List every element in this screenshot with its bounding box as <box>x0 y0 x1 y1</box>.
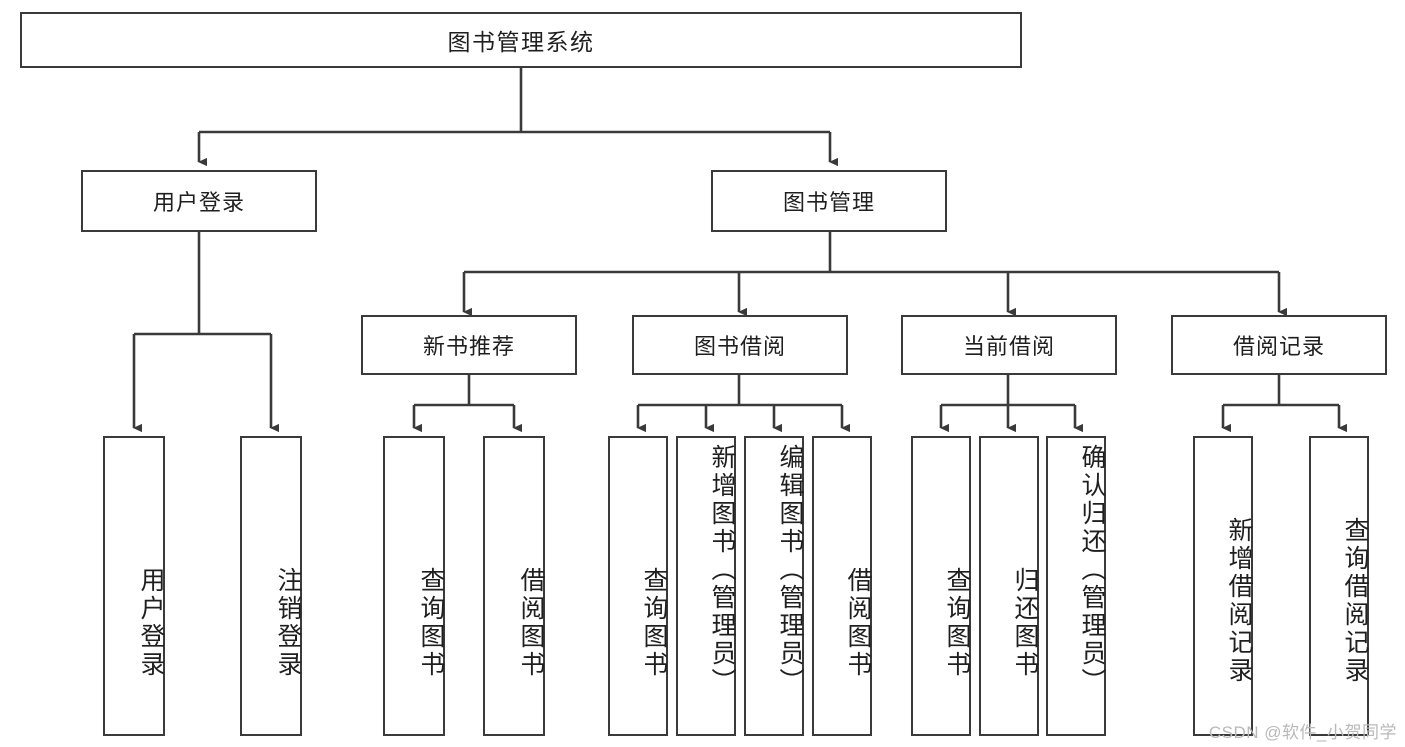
node-book-borrow[interactable]: 图书借阅 <box>632 315 848 375</box>
node-label: 借阅记录 <box>1232 334 1325 359</box>
node-leaf-confirm-return-admin[interactable]: 确认归还（管理员） <box>1046 436 1106 736</box>
node-label: 图书管理 <box>782 190 875 215</box>
node-label: 借阅图书 <box>517 567 545 679</box>
node-label: 图书借阅 <box>693 334 786 359</box>
node-leaf-logout-login[interactable]: 注销登录 <box>240 436 302 736</box>
node-leaf-add-borrow-record[interactable]: 新增借阅记录 <box>1193 436 1253 736</box>
node-leaf-edit-book-admin[interactable]: 编辑图书（管理员） <box>744 436 804 736</box>
node-label: 归还图书 <box>1011 567 1039 679</box>
node-label: 新增图书（管理员） <box>708 444 736 696</box>
node-book-management[interactable]: 图书管理 <box>711 170 947 232</box>
node-label: 用户登录 <box>137 567 165 679</box>
node-user-login[interactable]: 用户登录 <box>81 170 317 232</box>
node-leaf-return-book[interactable]: 归还图书 <box>979 436 1039 736</box>
node-label: 借阅图书 <box>844 567 872 679</box>
node-label: 注销登录 <box>274 567 302 679</box>
node-label: 查询借阅记录 <box>1341 517 1369 685</box>
node-leaf-user-login[interactable]: 用户登录 <box>103 436 165 736</box>
node-label: 用户登录 <box>152 190 245 215</box>
node-leaf-add-book-admin[interactable]: 新增图书（管理员） <box>676 436 736 736</box>
node-label: 查询图书 <box>417 567 445 679</box>
node-new-book-recommend[interactable]: 新书推荐 <box>361 315 577 375</box>
csdn-watermark: CSDN @软件_小贺同学 <box>1208 723 1397 742</box>
node-label: 编辑图书（管理员） <box>776 444 804 696</box>
node-label: 查询图书 <box>640 567 668 679</box>
node-current-borrow[interactable]: 当前借阅 <box>901 315 1117 375</box>
node-leaf-query-book-current[interactable]: 查询图书 <box>911 436 971 736</box>
node-label: 当前借阅 <box>962 334 1055 359</box>
node-leaf-query-borrow-record[interactable]: 查询借阅记录 <box>1309 436 1369 736</box>
node-label: 确认归还（管理员） <box>1078 444 1106 696</box>
node-leaf-query-book-borrow[interactable]: 查询图书 <box>608 436 668 736</box>
node-leaf-borrow-book-recommend[interactable]: 借阅图书 <box>483 436 545 736</box>
node-book-management-system[interactable]: 图书管理系统 <box>20 12 1022 68</box>
node-label: 查询图书 <box>943 567 971 679</box>
node-leaf-borrow-book-borrow[interactable]: 借阅图书 <box>812 436 872 736</box>
node-borrow-record[interactable]: 借阅记录 <box>1171 315 1387 375</box>
node-label: 图书管理系统 <box>447 29 595 55</box>
node-label: 新增借阅记录 <box>1225 517 1253 685</box>
node-label: 新书推荐 <box>422 334 515 359</box>
node-leaf-query-book-recommend[interactable]: 查询图书 <box>383 436 445 736</box>
